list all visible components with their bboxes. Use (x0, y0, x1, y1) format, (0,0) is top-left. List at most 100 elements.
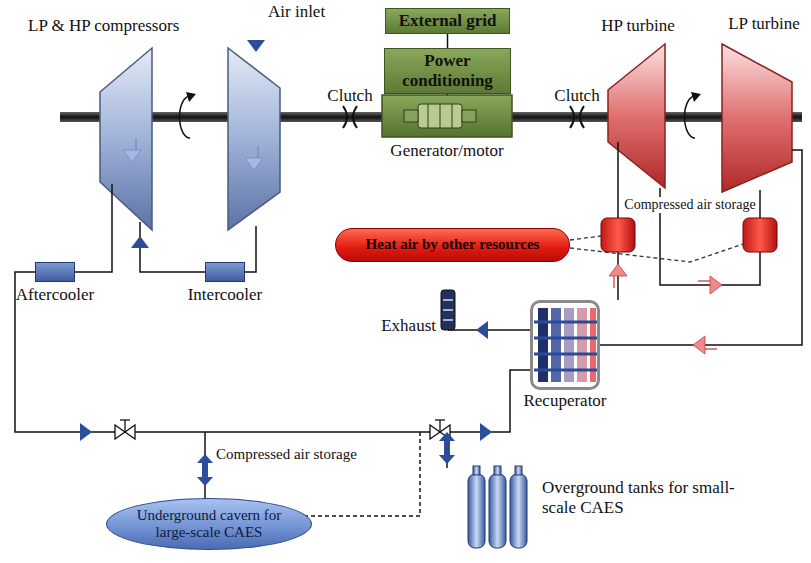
node-text: Aftercooler (16, 285, 94, 305)
flow-arrow-hot (698, 276, 722, 294)
air-pipe (245, 226, 256, 272)
block-arrow (68, 423, 92, 441)
rotation-arrow (180, 96, 696, 138)
aftercooler-box: Aftercooler (35, 262, 75, 282)
hot-air-pipe (759, 190, 761, 218)
hot-air-pipe (617, 142, 619, 218)
flow-arrow-hot (693, 336, 717, 354)
exhaust-stack (441, 290, 455, 330)
part-label: HP turbine (601, 16, 675, 36)
rotation-arrowhead (186, 92, 196, 102)
recuperator-box: Recuperator (530, 300, 600, 390)
valve-symbol (120, 419, 130, 420)
valve-symbol (435, 419, 445, 420)
valve-symbol (115, 420, 450, 439)
storage-tank (515, 466, 522, 475)
generator-symbol (404, 110, 418, 122)
block-arrow (197, 454, 213, 486)
part-label: Exhaust (381, 316, 436, 336)
part-label: Air inlet (268, 2, 325, 22)
generator-symbol (428, 104, 429, 128)
clutch-symbol (570, 106, 574, 128)
air-pipe (15, 272, 530, 432)
clutch-symbol (343, 106, 347, 128)
flow-arrow-light (245, 146, 263, 170)
part-label: Clutch (327, 86, 372, 106)
connector (447, 94, 449, 95)
storage-tank (473, 466, 480, 475)
heat-band: Heat air by other resources (335, 228, 570, 262)
storage-tank (489, 474, 506, 548)
flow-arrow-light (123, 138, 141, 162)
node-text: Heat air by other resources (366, 236, 540, 253)
node-text: Underground cavern for large-scale CAES (124, 507, 294, 542)
cavern-shape: Underground cavern for large-scale CAES (106, 498, 312, 550)
hot-air-pipe (600, 142, 802, 345)
generator-symbol (382, 95, 512, 137)
flow-arrow-hot (609, 264, 722, 354)
valve-symbol (124, 420, 125, 432)
recuperator-tubes (534, 322, 598, 370)
connector (447, 34, 449, 48)
air-pipe (140, 222, 205, 272)
exhaust-stack (441, 290, 455, 330)
valve-symbol (439, 420, 440, 432)
storage-tank (468, 466, 527, 548)
node-text: External grid (399, 11, 497, 31)
rotation-arrow (180, 96, 191, 138)
generator-box: Generator/motor (382, 95, 512, 137)
storage-tank (510, 474, 527, 548)
generator-symbol (462, 110, 476, 122)
node-text: Power conditioning (391, 51, 504, 90)
exhaust-stack-bands (443, 300, 453, 320)
storage-tank (494, 466, 501, 475)
intercooler-box: Intercooler (205, 262, 245, 282)
exhaust-stack-bands (443, 299, 453, 301)
part-label: Compressed air storage (621, 197, 758, 213)
node-text: Generator/motor (390, 141, 503, 161)
conditioning-box: Power conditioning (384, 48, 511, 94)
generator-symbol (382, 95, 512, 137)
part-label: Clutch (554, 86, 599, 106)
turbine (722, 44, 792, 192)
rotation-arrow (685, 96, 696, 138)
compressor (100, 48, 152, 230)
dashed-pipe (298, 432, 420, 516)
exhaust-stack-bands (443, 309, 453, 311)
hot-air-pipe (600, 150, 802, 345)
part-label: Compressed air storage (216, 446, 357, 463)
turbine (608, 44, 665, 188)
recuperator-tubes (534, 321, 598, 324)
rotation-arrowhead (691, 92, 701, 102)
combustor (743, 218, 777, 252)
block-arrow (247, 28, 265, 52)
generator-symbol (440, 104, 441, 128)
storage-tank (468, 474, 485, 548)
heat-link (570, 236, 601, 240)
block-arrow (476, 321, 500, 339)
exhaust-stack-bands (443, 319, 453, 321)
air-pipe (448, 329, 530, 331)
generator-symbol (452, 104, 453, 128)
turbine (608, 44, 792, 192)
heat-link (570, 236, 743, 262)
recuperator-tubes (534, 337, 598, 340)
block-arrow (439, 432, 455, 464)
heat-link (570, 244, 743, 262)
compressor (100, 48, 280, 230)
combustor (601, 218, 635, 252)
part-label: LP turbine (728, 14, 800, 34)
block-arrow (468, 423, 492, 441)
recuperator-tubes (534, 369, 598, 372)
recuperator-tubes (534, 353, 598, 356)
part-label: Overground tanks for small-scale CAES (542, 478, 742, 517)
flow-arrow-hot (609, 264, 627, 288)
grid-box: External grid (385, 8, 510, 34)
clutch-symbol (580, 106, 584, 128)
node-text: Intercooler (188, 285, 263, 305)
node-text: Recuperator (523, 391, 606, 411)
block-arrow (131, 236, 149, 260)
compressor (228, 48, 280, 230)
